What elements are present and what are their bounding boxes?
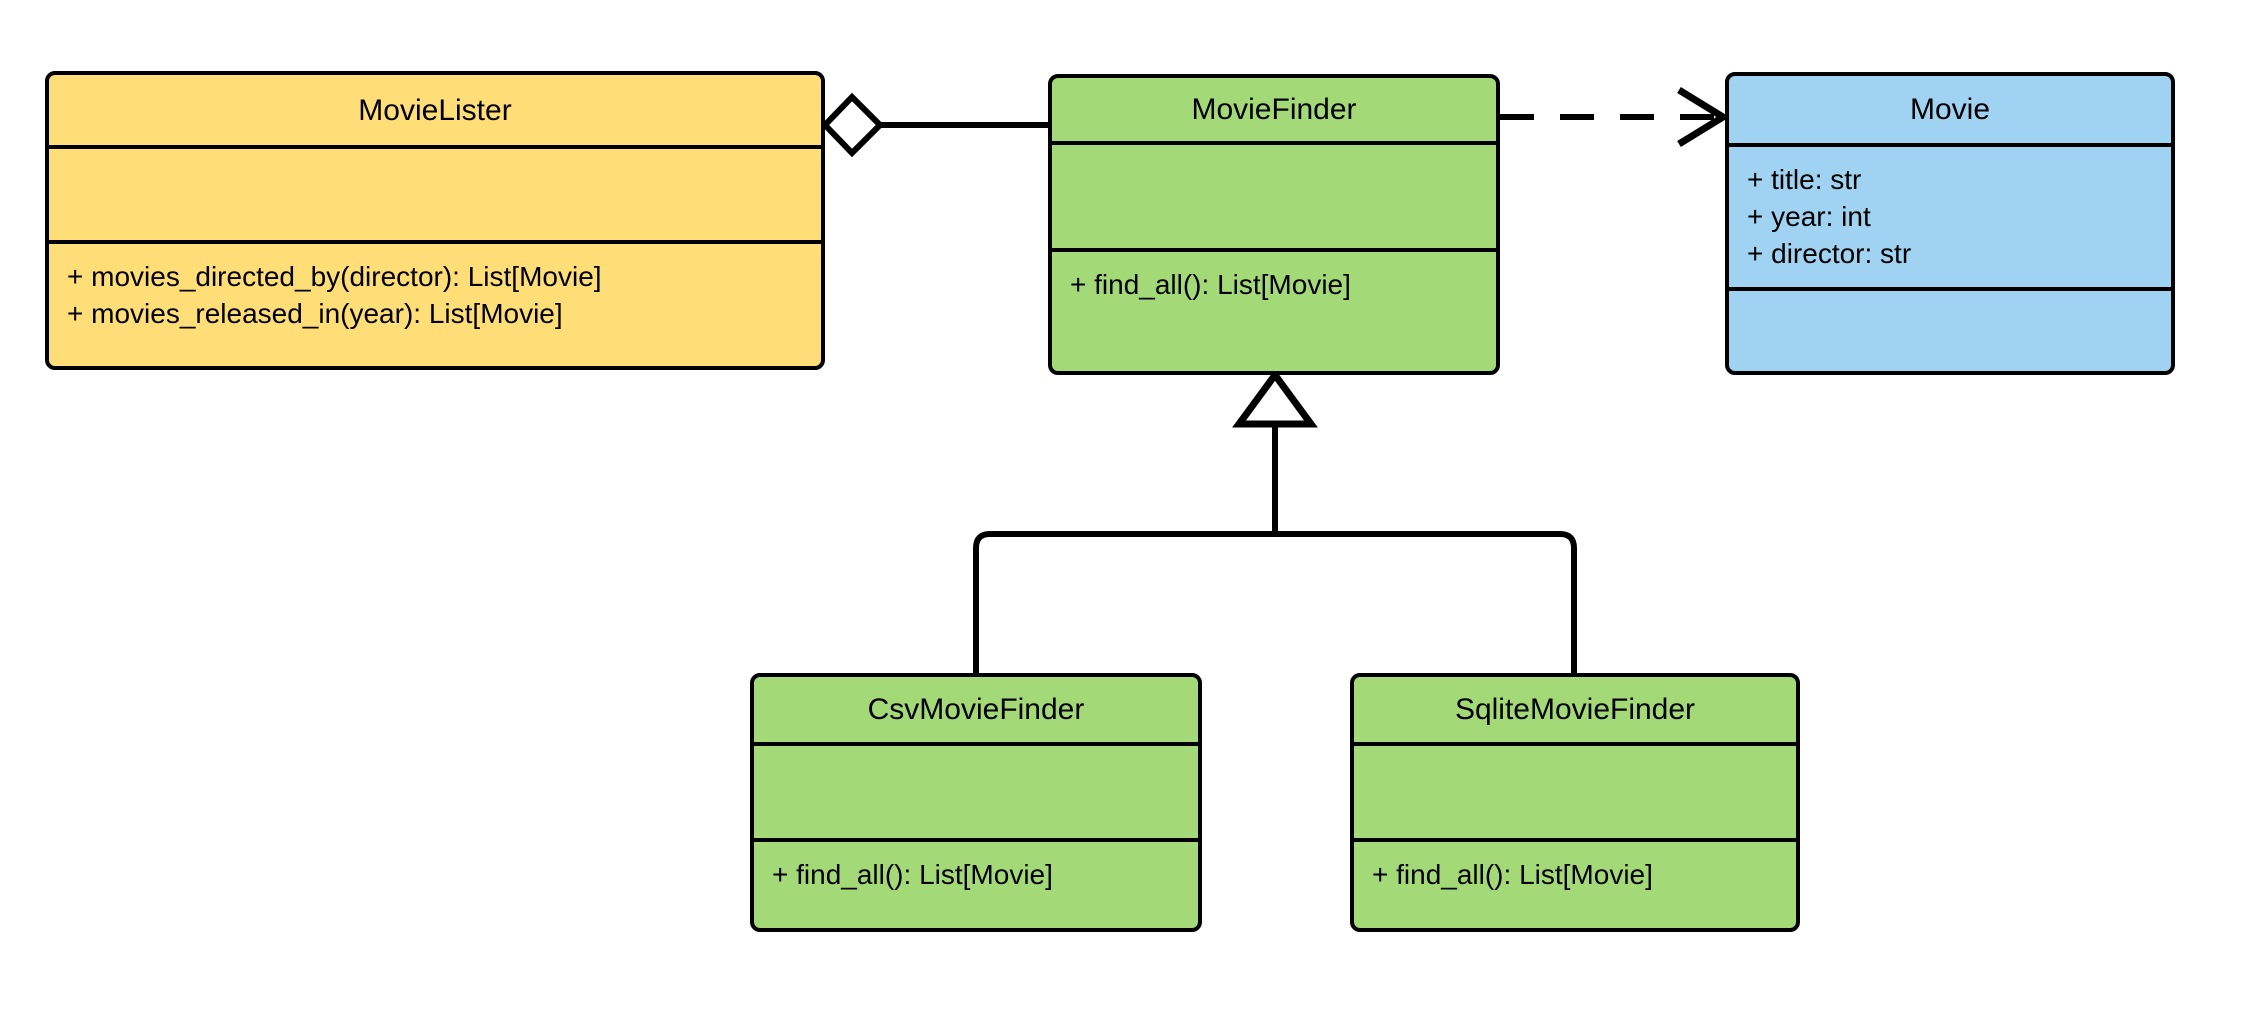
class-box-movie[interactable]: Movie + title: str + year: int + directo… <box>1725 72 2175 375</box>
class-attributes-compartment <box>754 746 1198 842</box>
operation-item: + movies_directed_by(director): List[Mov… <box>67 261 602 292</box>
operation-item: + find_all(): List[Movie] <box>1372 859 1653 890</box>
class-operations-compartment: + find_all(): List[Movie] <box>1354 842 1796 928</box>
class-operations-compartment: + movies_directed_by(director): List[Mov… <box>49 244 821 366</box>
class-name-label: Movie <box>1909 93 1991 126</box>
operation-item: + find_all(): List[Movie] <box>1070 269 1351 300</box>
class-attributes-compartment <box>1052 145 1496 252</box>
generalization-branch-right <box>1275 531 1577 673</box>
class-box-sqlite-movie-finder[interactable]: SqliteMovieFinder + find_all(): List[Mov… <box>1350 673 1800 932</box>
class-attributes-compartment <box>49 149 821 244</box>
operation-item: + find_all(): List[Movie] <box>772 859 1053 890</box>
attribute-item: + director: str <box>1747 238 1912 270</box>
class-name-label: CsvMovieFinder <box>867 693 1085 726</box>
class-operations-compartment <box>1729 291 2171 371</box>
relationship-aggregation-lister-finder[interactable] <box>820 92 1048 158</box>
relationship-dependency-finder-movie[interactable] <box>1500 87 1730 147</box>
generalization-branch-left <box>973 531 1275 673</box>
class-name-compartment: MovieLister <box>49 75 821 149</box>
class-box-movie-finder[interactable]: MovieFinder + find_all(): List[Movie] <box>1048 74 1500 375</box>
class-name-label: SqliteMovieFinder <box>1454 693 1696 726</box>
attribute-item: + title: str <box>1747 164 1862 195</box>
class-name-label: MovieFinder <box>1191 93 1357 126</box>
class-name-label: MovieLister <box>358 93 512 127</box>
open-arrow-icon <box>1677 87 1730 147</box>
class-operations-compartment: + find_all(): List[Movie] <box>754 842 1198 928</box>
class-attributes-compartment: + title: str + year: int + director: str <box>1729 147 2171 291</box>
class-name-compartment: CsvMovieFinder <box>754 677 1198 746</box>
relationship-generalization-tree[interactable] <box>973 369 1577 673</box>
class-attributes-compartment <box>1354 746 1796 842</box>
hollow-triangle-icon <box>1232 369 1318 428</box>
class-name-compartment: SqliteMovieFinder <box>1354 677 1796 746</box>
hollow-diamond-icon <box>820 92 885 158</box>
operation-item: + movies_released_in(year): List[Movie] <box>67 298 563 330</box>
class-operations-compartment: + find_all(): List[Movie] <box>1052 252 1496 371</box>
class-name-compartment: MovieFinder <box>1052 78 1496 145</box>
class-box-movie-lister[interactable]: MovieLister + movies_directed_by(directo… <box>45 71 825 370</box>
class-name-compartment: Movie <box>1729 76 2171 147</box>
attribute-item: + year: int <box>1747 201 1871 233</box>
class-box-csv-movie-finder[interactable]: CsvMovieFinder + find_all(): List[Movie] <box>750 673 1202 932</box>
